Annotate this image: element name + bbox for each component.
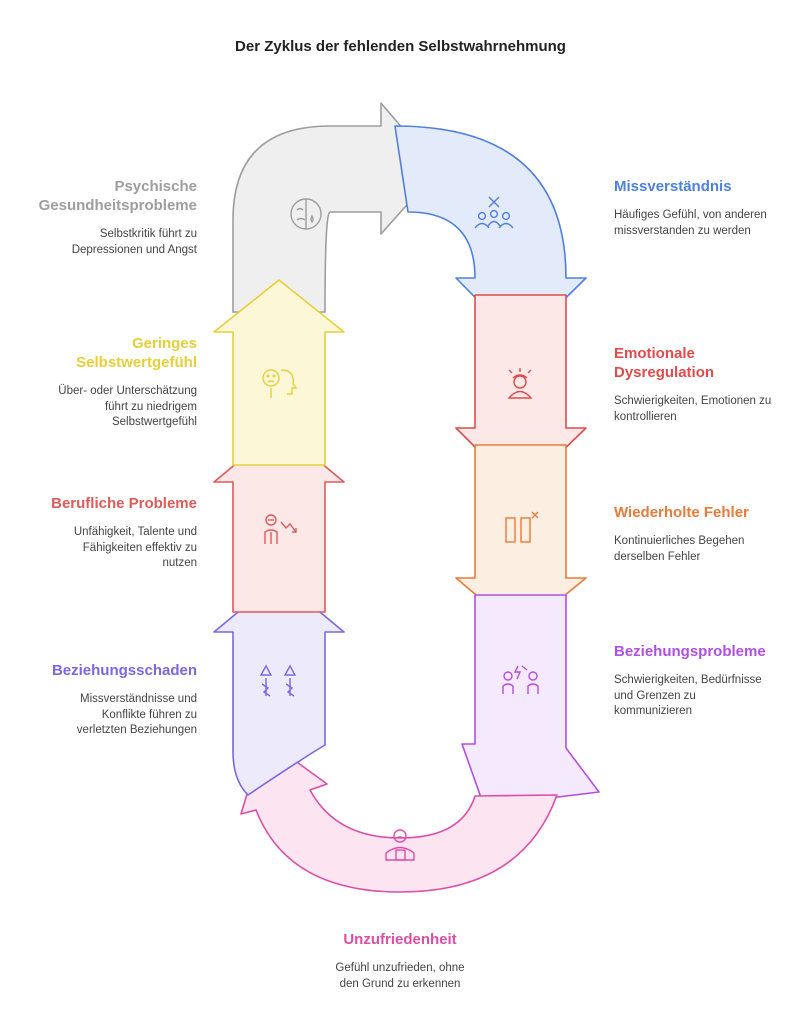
step-title: Beziehungsprobleme	[614, 643, 766, 660]
group-cross-icon	[474, 196, 514, 229]
step-psychische-gesundheitsprobleme: Psychische Gesundheitsprobleme Selbstkri…	[27, 177, 197, 258]
step-description: Gefühl unzufrieden, ohne den Grund zu er…	[335, 962, 465, 990]
sad-person-icon	[385, 829, 415, 861]
step-title: Geringes Selbstwertgefühl	[76, 335, 197, 371]
two-people-conflict-icon	[502, 665, 539, 694]
step-unzufriedenheit: Unzufriedenheit Gefühl unzufrieden, ohne…	[300, 930, 500, 992]
step-description: Unfähigkeit, Talente und Fähigkeiten eff…	[73, 526, 197, 569]
step-title: Missverständnis	[614, 178, 732, 195]
segment-missverstaendnis	[394, 125, 587, 344]
step-description: Häufiges Gefühl, von anderen missverstan…	[614, 209, 767, 237]
step-description: Schwierigkeiten, Bedürfnisse und Grenzen…	[614, 674, 762, 717]
step-description: Über- oder Unterschätzung führt zu niedr…	[58, 385, 197, 428]
repeat-error-icon	[505, 511, 539, 543]
segment-unzufriedenheit	[240, 737, 558, 893]
broken-bond-icon	[259, 664, 297, 697]
step-title: Berufliche Probleme	[51, 495, 197, 512]
step-description: Kontinuierliches Begehen derselben Fehle…	[614, 535, 745, 563]
segment-beziehungsprobleme	[461, 594, 600, 807]
step-title: Psychische Gesundheitsprobleme	[38, 178, 197, 214]
segment-psychische-gesundheitsprobleme	[232, 102, 439, 313]
step-description: Selbstkritik führt zu Depressionen und A…	[71, 228, 197, 256]
step-description: Missverständnisse und Konflikte führen z…	[76, 693, 197, 736]
declining-career-icon	[264, 514, 297, 544]
step-title: Unzufriedenheit	[343, 931, 457, 948]
step-title: Wiederholte Fehler	[614, 504, 749, 521]
step-missverstaendnis: Missverständnis Häufiges Gefühl, von and…	[614, 177, 774, 239]
step-beziehungsprobleme: Beziehungsprobleme Schwierigkeiten, Bedü…	[614, 642, 774, 720]
segment-geringes-selbstwertgefuehl	[213, 279, 345, 466]
sad-head-icon	[262, 369, 298, 398]
sad-mask-icon	[290, 198, 322, 230]
step-beziehungsschaden: Beziehungsschaden Missverständnisse und …	[27, 661, 197, 739]
step-wiederholte-fehler: Wiederholte Fehler Kontinuierliches Bege…	[614, 503, 774, 565]
stressed-person-icon	[507, 368, 533, 399]
segment-beziehungsschaden	[213, 577, 345, 796]
step-emotionale-dysregulation: Emotionale Dysregulation Schwierigkeiten…	[614, 344, 774, 425]
step-description: Schwierigkeiten, Emotionen zu kontrollie…	[614, 395, 772, 423]
step-title: Beziehungsschaden	[51, 662, 197, 679]
step-berufliche-probleme: Berufliche Probleme Unfähigkeit, Talente…	[27, 494, 197, 572]
step-geringes-selbstwertgefuehl: Geringes Selbstwertgefühl Über- oder Unt…	[27, 334, 197, 431]
step-title: Emotionale Dysregulation	[614, 345, 715, 381]
diagram-title: Der Zyklus der fehlenden Selbstwahrnehmu…	[235, 38, 566, 55]
